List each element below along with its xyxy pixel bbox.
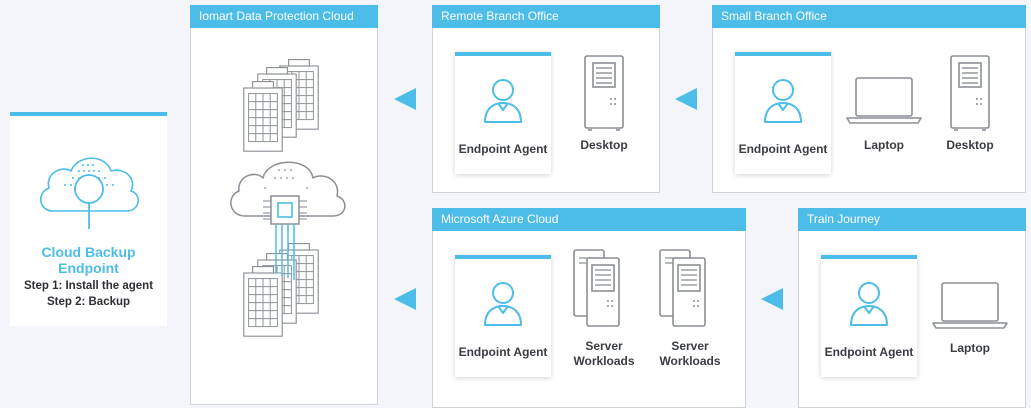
endpoint-agent-label: Endpoint Agent bbox=[458, 345, 548, 359]
endpoint-agent-label: Endpoint Agent bbox=[824, 345, 914, 359]
laptop-icon bbox=[932, 281, 1008, 331]
remote-branch-office-panel: Remote Branch Office Endpoint Agent Desk… bbox=[432, 5, 660, 193]
user-icon bbox=[844, 279, 894, 329]
server-workloads-label-line2: Workloads bbox=[573, 354, 635, 368]
user-icon bbox=[758, 76, 808, 126]
arrow-left-icon bbox=[761, 288, 783, 310]
endpoint-step-1: Step 1: Install the agent bbox=[23, 280, 154, 292]
laptop-icon bbox=[846, 76, 922, 126]
endpoint-agent-card: Endpoint Agent bbox=[455, 52, 551, 174]
server-workloads-label-line1: Server bbox=[585, 339, 623, 353]
arrow-left-icon bbox=[394, 288, 416, 310]
endpoint-agent-card: Endpoint Agent bbox=[821, 255, 917, 377]
desktop-label: Desktop bbox=[946, 138, 994, 152]
endpoint-agent-label: Endpoint Agent bbox=[738, 142, 828, 156]
server-workloads-icon bbox=[659, 249, 719, 329]
user-icon bbox=[478, 279, 528, 329]
small-branch-office-header: Small Branch Office bbox=[712, 5, 1026, 28]
server-workloads-label-line1: Server bbox=[671, 339, 709, 353]
desktop-label: Desktop bbox=[580, 138, 628, 152]
iomart-cloud-panel: Iomart Data Protection Cloud bbox=[190, 5, 378, 405]
endpoint-agent-card: Endpoint Agent bbox=[735, 52, 831, 174]
desktop-tower-icon bbox=[950, 55, 990, 131]
arrow-left-icon bbox=[675, 88, 697, 110]
endpoint-agent-label: Endpoint Agent bbox=[458, 142, 548, 156]
remote-branch-office-header: Remote Branch Office bbox=[432, 5, 660, 28]
microsoft-azure-cloud-panel: Microsoft Azure Cloud Endpoint Agent Ser… bbox=[432, 208, 746, 408]
server-workloads-label-line2: Workloads bbox=[659, 354, 721, 368]
train-journey-panel: Train Journey Endpoint Agent Laptop bbox=[798, 208, 1026, 408]
user-icon bbox=[478, 76, 528, 126]
desktop-tower-icon bbox=[584, 55, 624, 131]
endpoint-title-line2: Endpoint bbox=[58, 260, 119, 276]
microsoft-azure-cloud-header: Microsoft Azure Cloud bbox=[432, 208, 746, 231]
data-center-cloud-icon bbox=[230, 59, 346, 337]
server-workloads-icon bbox=[573, 249, 633, 329]
small-branch-office-panel: Small Branch Office Endpoint Agent Lapto… bbox=[712, 5, 1026, 193]
endpoint-title-line1: Cloud Backup bbox=[41, 244, 136, 260]
arrow-left-icon bbox=[394, 88, 416, 110]
endpoint-step-2: Step 2: Backup bbox=[46, 296, 131, 308]
iomart-cloud-header: Iomart Data Protection Cloud bbox=[190, 5, 378, 28]
laptop-label: Laptop bbox=[950, 341, 990, 355]
train-journey-header: Train Journey bbox=[798, 208, 1026, 231]
cloud-backup-icon bbox=[40, 157, 139, 229]
laptop-label: Laptop bbox=[864, 138, 904, 152]
cloud-backup-endpoint-card: Cloud Backup Endpoint Step 1: Install th… bbox=[10, 112, 167, 326]
endpoint-agent-card: Endpoint Agent bbox=[455, 255, 551, 377]
